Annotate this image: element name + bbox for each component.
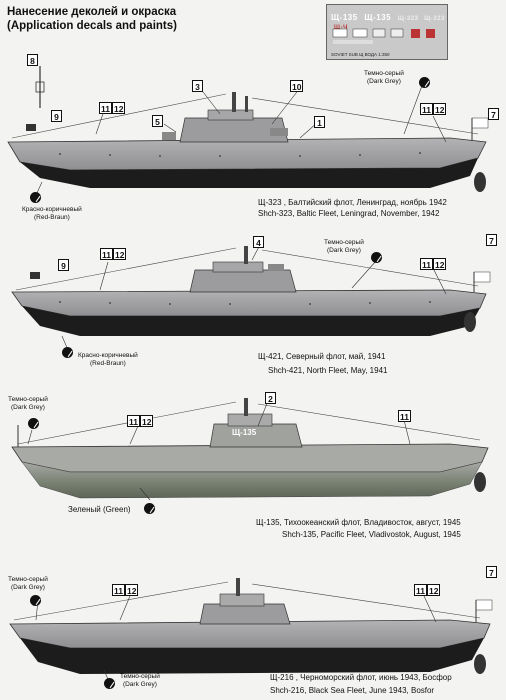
paint-en: (Red-Braun)	[34, 214, 70, 221]
caption-en-2: Shch-421, North Fleet, May, 1941	[268, 366, 388, 375]
decal-1: Щ-135	[331, 13, 358, 22]
paint-ru: Темно-серый	[364, 70, 404, 77]
paint-en: (Dark Grey)	[10, 404, 45, 411]
paint-chip	[30, 192, 41, 203]
caption-ru-4: Щ-216 , Черноморский флот, июнь 1943, Бо…	[270, 673, 452, 682]
paint-ru: Темно-серый	[8, 396, 48, 403]
paint-en: (Dark Grey)	[326, 247, 361, 254]
callout-2: 2	[265, 392, 276, 404]
paint-en: (Dark Grey)	[366, 78, 401, 85]
paint-ru: Темно-серый	[324, 239, 364, 246]
sub-profile-1	[7, 66, 489, 192]
paint-ru: Красно-коричневый	[22, 206, 82, 213]
callout-7: 7	[486, 566, 497, 578]
callout-4: 4	[253, 236, 264, 248]
callout-11: 11	[112, 584, 125, 596]
tower-number: Щ-135	[232, 428, 257, 437]
callout-1: 1	[314, 116, 325, 128]
callout-12: 12	[433, 103, 447, 115]
decal-2: Щ-135	[364, 13, 392, 22]
paint-chip	[371, 252, 382, 263]
callout-11: 11	[398, 410, 411, 422]
paint-label-dark-grey: Темно-серый (Dark Grey)	[8, 576, 48, 592]
decal-4: Щ-323	[424, 16, 445, 22]
paint-label-red-braun: Красно-коричневый (Red-Braun)	[78, 352, 138, 368]
leader-lines	[27, 82, 447, 685]
callout-10: 10	[290, 80, 304, 92]
paint-chip	[419, 77, 430, 88]
caption-en-1: Shch-323, Baltic Fleet, Leningrad, Novem…	[258, 209, 440, 218]
callout-11: 11	[414, 584, 427, 596]
callout-9: 9	[58, 259, 69, 271]
paint-chip	[30, 595, 41, 606]
callout-12: 12	[112, 102, 126, 114]
paint-label-green: Зеленый (Green)	[68, 505, 131, 514]
paint-chip	[144, 503, 155, 514]
caption-ru-1: Щ-323 , Балтийский флот, Ленинград, нояб…	[258, 198, 447, 207]
decal-5: Щ-Ч	[334, 25, 348, 31]
callout-9: 9	[51, 110, 62, 122]
callout-11: 11	[420, 258, 433, 270]
callout-11: 11	[127, 415, 140, 427]
callout-12: 12	[125, 584, 139, 596]
callout-12: 12	[427, 584, 441, 596]
callout-5: 5	[152, 115, 163, 127]
callout-11: 11	[100, 248, 113, 260]
paint-label-dark-grey: Темно-серый (Dark Grey)	[364, 70, 404, 86]
callout-11: 11	[99, 102, 112, 114]
decal-flags	[332, 28, 435, 44]
sub-profile-3	[11, 398, 489, 499]
title-en: (Application decals and paints)	[7, 20, 177, 32]
paint-label-red-braun: Красно-коричневый (Red-Braun)	[22, 206, 82, 222]
decal-3: Щ-323	[397, 16, 419, 22]
sub-profile-4	[9, 578, 493, 674]
paint-en: (Dark Grey)	[122, 681, 157, 688]
paint-en: (Dark Grey)	[10, 584, 45, 591]
callout-12: 12	[140, 415, 154, 427]
callout-12: 12	[433, 258, 447, 270]
callout-7: 7	[488, 108, 499, 120]
callout-8: 8	[27, 54, 38, 66]
callout-11: 11	[420, 103, 433, 115]
paint-label-dark-grey: Темно-серый (Dark Grey)	[8, 396, 48, 412]
paint-ru: Красно-коричневый	[78, 352, 138, 359]
paint-en: (Red-Braun)	[90, 360, 126, 367]
title-ru: Нанесение деколей и окраска	[7, 6, 177, 18]
decal-row: Щ-135 Щ-135 Щ-323 Щ-323 Щ-Ч	[331, 13, 447, 31]
paint-label-dark-grey: Темно-серый (Dark Grey)	[120, 673, 160, 689]
paint-label-dark-grey: Темно-серый (Dark Grey)	[324, 239, 364, 255]
sub-profile-2	[11, 246, 491, 336]
caption-ru-3: Щ-135, Тихоокеанский флот, Владивосток, …	[256, 518, 461, 527]
paint-ru: Темно-серый	[120, 673, 160, 680]
decal-sheet-thumbnail: Щ-135 Щ-135 Щ-323 Щ-323 Щ-Ч SOVIET SUB Щ…	[326, 4, 448, 60]
callout-7: 7	[486, 234, 497, 246]
paint-chip	[62, 347, 73, 358]
paint-ru: Темно-серый	[8, 576, 48, 583]
caption-en-3: Shch-135, Pacific Fleet, Vladivostok, Au…	[282, 530, 461, 539]
callout-3: 3	[192, 80, 203, 92]
callout-12: 12	[113, 248, 127, 260]
paint-chip	[104, 678, 115, 689]
caption-ru-2: Щ-421, Северный флот, май, 1941	[258, 352, 386, 361]
caption-en-4: Shch-216, Black Sea Fleet, June 1943, Bo…	[270, 686, 435, 695]
paint-chip	[28, 418, 39, 429]
decal-sheet-footer: SOVIET SUB Щ ВОДА 1:350	[331, 52, 390, 57]
